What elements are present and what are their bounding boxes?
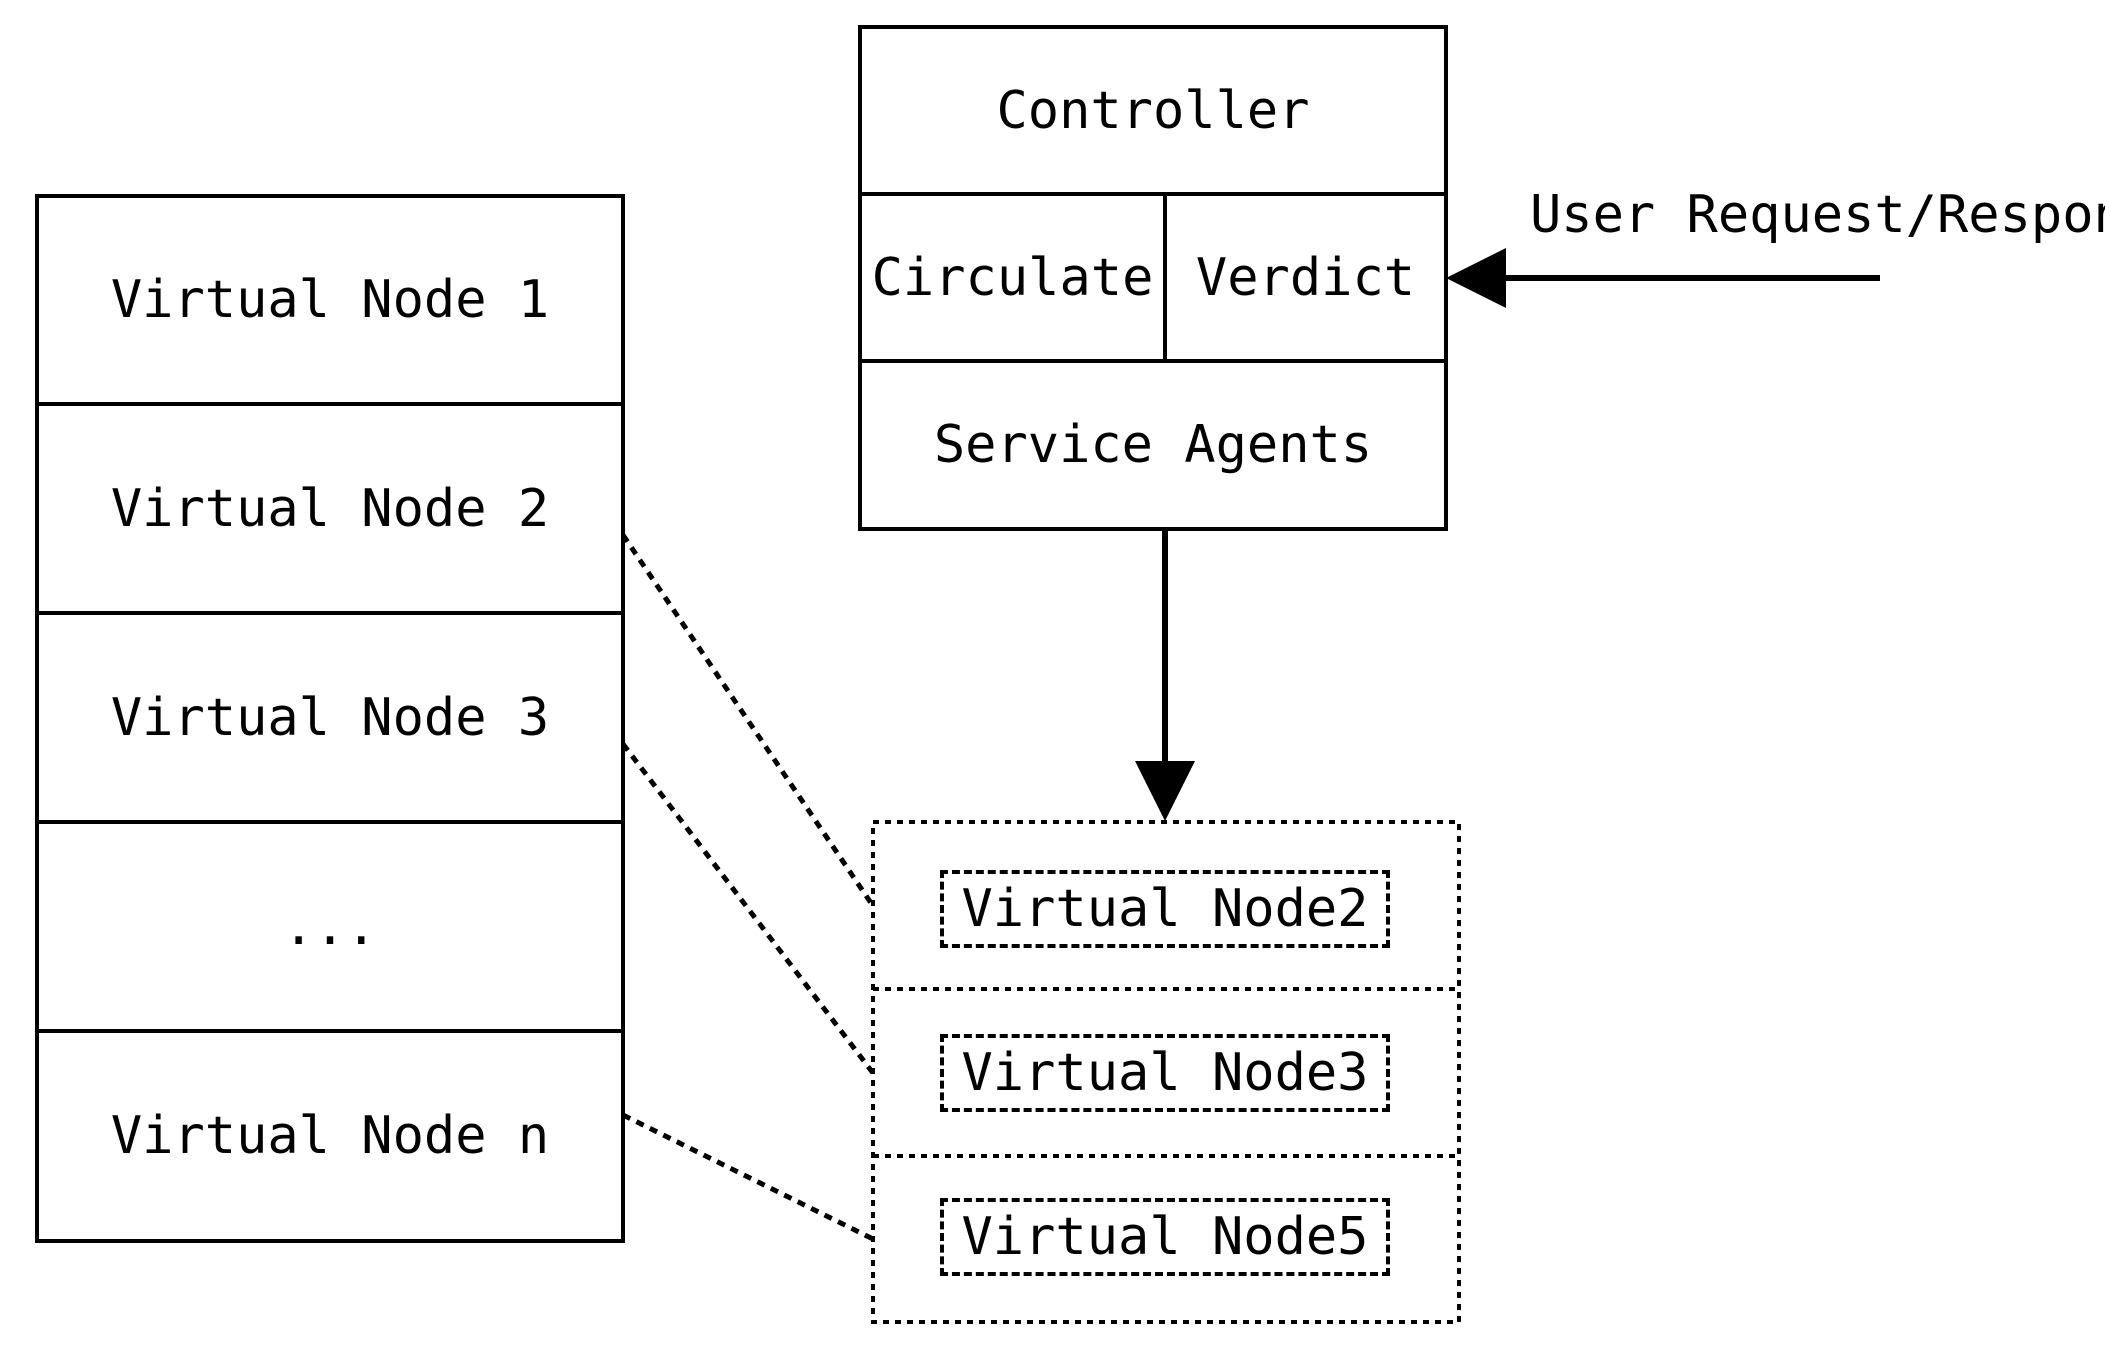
stack-node-ellipsis: ... — [283, 896, 377, 957]
stack-node-1: Virtual Node 1 — [110, 270, 550, 330]
stack-node-n: Virtual Node n — [110, 1106, 550, 1166]
user-request-label: User Request/Response — [1530, 185, 2105, 245]
circulate-module: Circulate — [871, 247, 1154, 308]
node-stack-frame — [35, 194, 625, 1243]
stack-node-2: Virtual Node 2 — [110, 478, 550, 539]
stack-node-3: Virtual Node 3 — [110, 687, 550, 748]
controller-title: Controller — [996, 80, 1310, 141]
verdict-module: Verdict — [1195, 247, 1416, 308]
service-agents-module: Service Agents — [933, 415, 1373, 475]
selected-node-2: Virtual Node2 — [940, 870, 1390, 948]
mapping-line-noden — [621, 1112, 875, 1242]
mapping-line-node3 — [621, 742, 875, 1075]
mapping-line-node2 — [620, 533, 876, 908]
selected-node-3: Virtual Node3 — [940, 1034, 1390, 1112]
selected-node-5: Virtual Node5 — [940, 1198, 1390, 1276]
